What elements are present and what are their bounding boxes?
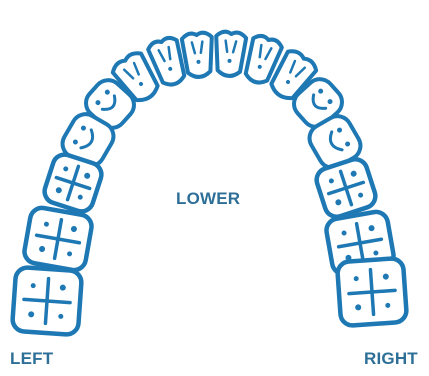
tooth-right-incisor-1 bbox=[214, 31, 247, 77]
tooth-left-incisor-1 bbox=[182, 32, 215, 78]
tooth-left-molar-2 bbox=[23, 206, 94, 272]
right-side-label: RIGHT bbox=[364, 350, 418, 367]
tooth-left-molar-3 bbox=[12, 267, 82, 335]
tooth-right-molar-3 bbox=[337, 258, 407, 326]
left-side-label: LEFT bbox=[10, 350, 53, 367]
teeth-group bbox=[12, 31, 407, 335]
lower-jaw-label: LOWER bbox=[176, 190, 240, 207]
